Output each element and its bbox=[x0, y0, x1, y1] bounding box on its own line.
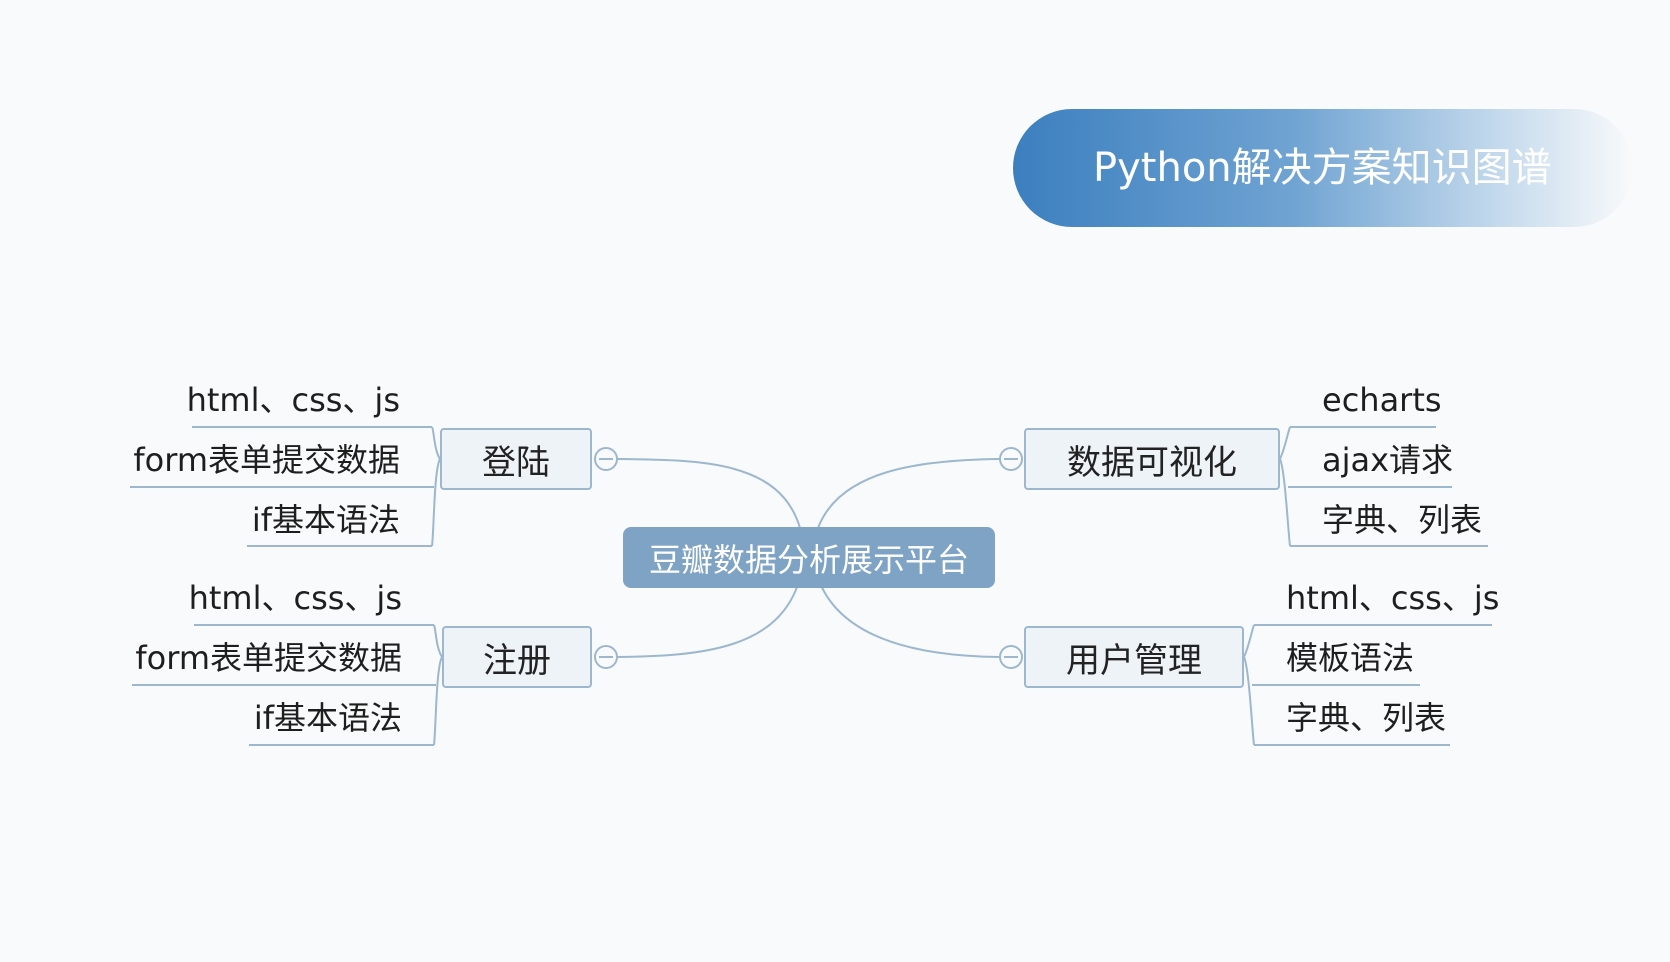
central-topic-label: 豆瓣数据分析展示平台 bbox=[648, 540, 969, 579]
branch-user-label: 用户管理 bbox=[1066, 640, 1202, 681]
leaf-connectors-user bbox=[1243, 624, 1492, 746]
leaf-zhuce-2[interactable]: form表单提交数据 bbox=[135, 639, 402, 677]
leaf-connectors-viz bbox=[1279, 426, 1488, 547]
link-center-zhuce bbox=[616, 577, 801, 658]
leaf-denglu-1[interactable]: html、css、js bbox=[186, 381, 400, 419]
leaf-user-1[interactable]: html、css、js bbox=[1286, 579, 1500, 617]
leaf-connectors-denglu bbox=[130, 426, 441, 547]
collapse-icon[interactable] bbox=[999, 447, 1023, 471]
title-banner: Python解决方案知识图谱 bbox=[1013, 109, 1633, 227]
leaf-denglu-3[interactable]: if基本语法 bbox=[251, 501, 400, 539]
leaf-connectors-zhuce bbox=[132, 624, 443, 746]
branch-viz-label: 数据可视化 bbox=[1067, 442, 1237, 483]
branch-user[interactable]: 用户管理 bbox=[1024, 626, 1244, 688]
branch-zhuce-label: 注册 bbox=[483, 640, 551, 681]
leaf-viz-3[interactable]: 字典、列表 bbox=[1322, 501, 1483, 539]
branch-denglu[interactable]: 登陆 bbox=[440, 428, 592, 490]
collapse-icon[interactable] bbox=[594, 447, 618, 471]
leaf-denglu-2[interactable]: form表单提交数据 bbox=[133, 441, 400, 479]
map-title: Python解决方案知识图谱 bbox=[1093, 145, 1552, 191]
link-center-denglu bbox=[616, 458, 801, 529]
leaf-user-2[interactable]: 模板语法 bbox=[1286, 639, 1415, 677]
leaf-user-3[interactable]: 字典、列表 bbox=[1286, 699, 1447, 737]
leaf-zhuce-1[interactable]: html、css、js bbox=[188, 579, 402, 617]
leaf-viz-2[interactable]: ajax请求 bbox=[1322, 441, 1454, 479]
branch-zhuce[interactable]: 注册 bbox=[442, 626, 592, 688]
leaf-viz-1[interactable]: echarts bbox=[1322, 381, 1442, 419]
link-center-user bbox=[817, 577, 1000, 658]
collapse-icon[interactable] bbox=[999, 645, 1023, 669]
leaf-zhuce-3[interactable]: if基本语法 bbox=[253, 699, 402, 737]
collapse-icon[interactable] bbox=[594, 645, 618, 669]
link-center-viz bbox=[817, 458, 1000, 529]
branch-denglu-label: 登陆 bbox=[482, 442, 550, 483]
branch-viz[interactable]: 数据可视化 bbox=[1024, 428, 1280, 490]
central-topic[interactable]: 豆瓣数据分析展示平台 bbox=[623, 527, 995, 588]
